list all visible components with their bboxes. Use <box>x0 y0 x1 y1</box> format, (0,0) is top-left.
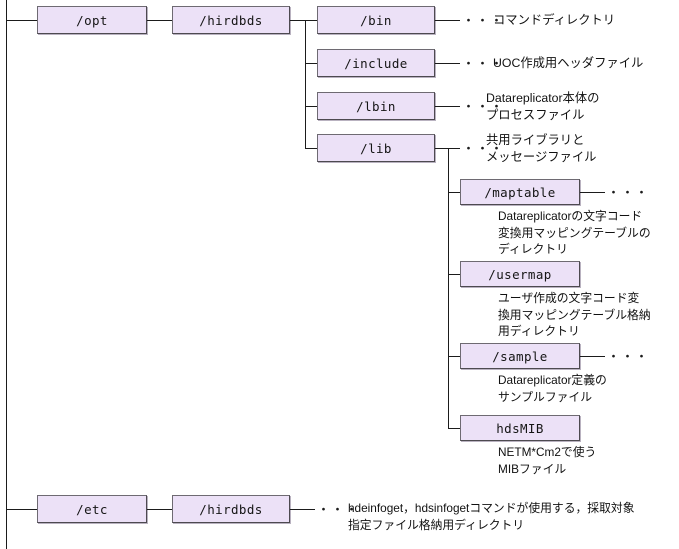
node-sample-label: /sample <box>492 348 548 364</box>
node-etc[interactable]: /etc <box>37 495 147 523</box>
connector-root-to-opt <box>6 20 37 21</box>
ellipsis-bin: ・・・ <box>462 13 505 28</box>
node-opt[interactable]: /opt <box>37 6 147 34</box>
root-spine <box>6 0 7 549</box>
node-usermap-label: /usermap <box>488 266 552 282</box>
node-include-label: /include <box>344 55 408 71</box>
connector-etc-to-hirdbds <box>147 509 172 510</box>
node-include[interactable]: /include <box>317 49 435 77</box>
connector-spine-to-bin <box>305 20 317 21</box>
ellipsis-lbin: ・・・ <box>462 99 505 114</box>
connector-sample-to-dots <box>580 356 605 357</box>
node-hdsmib-label: hdsMIB <box>496 420 544 436</box>
connector-include-to-dots <box>435 63 460 64</box>
node-sample[interactable]: /sample <box>460 343 580 369</box>
connector-spine-to-include <box>305 63 317 64</box>
node-lbin-label: /lbin <box>356 98 396 114</box>
connector-opt-to-hirdbds <box>147 20 172 21</box>
node-etc-label: /etc <box>76 501 108 517</box>
node-bin-label: /bin <box>360 12 392 28</box>
node-usermap[interactable]: /usermap <box>460 261 580 287</box>
node-hdsmib[interactable]: hdsMIB <box>460 415 580 441</box>
desc-sample: Datareplicator定義の サンプルファイル <box>498 373 607 404</box>
node-etc-hirdbds-label: /hirdbds <box>199 501 263 517</box>
connector-spine-to-maptable <box>448 192 460 193</box>
desc-bin: コマンドディレクトリ <box>493 13 616 27</box>
lib-children-spine <box>448 148 449 428</box>
connector-lib-to-dots <box>435 148 460 149</box>
node-lbin[interactable]: /lbin <box>317 92 435 120</box>
node-opt-hirdbds-label: /hirdbds <box>199 12 263 28</box>
connector-spine-to-usermap <box>448 274 460 275</box>
node-opt-hirdbds[interactable]: /hirdbds <box>172 6 290 34</box>
connector-spine-to-hdsmib <box>448 428 460 429</box>
ellipsis-maptable: ・・・ <box>607 185 650 200</box>
hirdbds-children-spine <box>305 20 306 148</box>
node-maptable[interactable]: /maptable <box>460 179 580 205</box>
node-etc-hirdbds[interactable]: /hirdbds <box>172 495 290 523</box>
connector-spine-to-lbin <box>305 106 317 107</box>
node-lib-label: /lib <box>360 140 392 156</box>
node-lib[interactable]: /lib <box>317 134 435 162</box>
connector-spine-to-lib <box>305 148 317 149</box>
desc-lbin: Datareplicator本体の プロセスファイル <box>486 91 600 122</box>
desc-hdsmib: NETM*Cm2で使う MIBファイル <box>498 445 597 476</box>
desc-lib: 共用ライブラリと メッセージファイル <box>486 133 597 164</box>
node-opt-label: /opt <box>76 12 108 28</box>
ellipsis-lib: ・・・ <box>462 141 505 156</box>
connector-maptable-to-dots <box>580 192 605 193</box>
node-bin[interactable]: /bin <box>317 6 435 34</box>
connector-hirdbds-to-spine <box>290 20 306 21</box>
desc-maptable: Datareplicatorの文字コード 変換用マッピングテーブルの ディレクト… <box>498 209 651 256</box>
desc-include: UOC作成用ヘッダファイル <box>493 56 644 70</box>
desc-usermap: ユーザ作成の文字コード変 換用マッピングテーブル格納 用ディレクトリ <box>498 291 651 338</box>
ellipsis-sample: ・・・ <box>607 349 650 364</box>
node-maptable-label: /maptable <box>484 184 556 200</box>
ellipsis-include: ・・・ <box>462 56 505 71</box>
connector-bin-to-dots <box>435 20 460 21</box>
desc-etc-hirdbds: hdeinfoget，hdsinfogetコマンドが使用する，採取対象 指定ファ… <box>348 501 635 532</box>
connector-etc-hirdbds-to-dots <box>290 509 315 510</box>
connector-root-to-etc <box>6 509 37 510</box>
ellipsis-etc-hirdbds: ・・・ <box>317 502 360 517</box>
connector-lbin-to-dots <box>435 106 460 107</box>
connector-spine-to-sample <box>448 356 460 357</box>
